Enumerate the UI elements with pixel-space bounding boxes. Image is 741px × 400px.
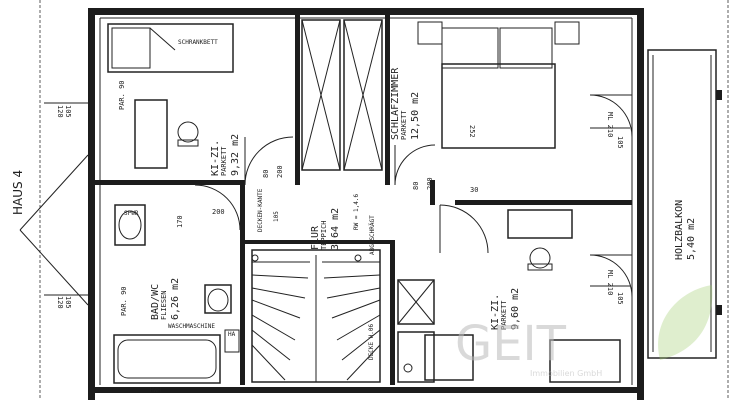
outer-walls [88, 8, 644, 400]
kizi-bottom-name: KI-ZI. [490, 294, 501, 330]
waschmaschine: WASCHMASCHINE [168, 323, 215, 330]
dim-252: 252 [468, 125, 476, 138]
stairs-label: RW = 1,4.6 [353, 193, 360, 230]
svg-text:Immobilien GmbH: Immobilien GmbH [530, 369, 602, 378]
hwh-label: HWH [150, 387, 161, 394]
haus-label: HAUS 4 [11, 170, 25, 215]
desk-top [134, 99, 199, 169]
door-80b: 80 [412, 182, 420, 190]
dim-170: 170 [176, 215, 184, 228]
wardrobe-left [301, 19, 341, 171]
svg-text:GEIT: GEIT [455, 316, 567, 372]
dimension-ticks [44, 102, 630, 296]
schlafzimmer-floor: PARKETT [400, 110, 408, 140]
dim-200: 200 [212, 208, 225, 216]
door-200b: 200 [426, 177, 434, 190]
door-swings [194, 94, 633, 298]
interior-walls [95, 15, 632, 385]
ha-label: HA [228, 331, 236, 338]
flur-name: FLUR [310, 225, 321, 250]
m105-top: 105 [64, 105, 72, 118]
dim-30: 30 [470, 186, 478, 194]
decke-h: DECKE H.06 [368, 323, 375, 360]
abgeschraegt: ABGESCHRÄGT [369, 215, 376, 255]
kizi-top-name: KI-ZI. [210, 140, 221, 176]
door-200a: 200 [276, 165, 284, 178]
flur-floor: TEPPICH [320, 220, 328, 250]
kizi-top-floor: PARKETT [220, 146, 228, 176]
closets-bottom [397, 279, 621, 383]
double-bed [417, 21, 580, 149]
watermark-logo: GEIT Immobilien GmbH [455, 285, 713, 378]
ml105-bottom: 105 [616, 292, 624, 305]
schrankbett-label: SCHRANKBETT [178, 39, 218, 46]
holzbalkon-outline [647, 49, 722, 359]
ml105-top: 105 [616, 136, 624, 149]
spwr-label: SPWR [124, 210, 139, 217]
door-80a: 80 [262, 170, 270, 178]
par-bottom: PAR. 90 [120, 286, 128, 316]
bath-fixtures [113, 204, 240, 384]
holzbalkon-name: HOLZBALKON [674, 200, 685, 260]
dim-105: 105 [273, 211, 280, 222]
wardrobe-right [343, 19, 383, 171]
m120-bottom: 120 [56, 296, 64, 309]
decken-kante: DECKEN-KANTE [257, 188, 264, 232]
schrankbett: SCHRANKBETT [107, 23, 234, 73]
holzbalkon-area: 5,40 m2 [686, 218, 697, 260]
kizi-top-area: 9,32 m2 [230, 134, 241, 176]
ml210-top: ML 210 [606, 112, 614, 137]
desk-bottom [507, 209, 573, 271]
m105-bottom: 105 [64, 296, 72, 309]
bad-area: 6,26 m2 [170, 278, 181, 320]
schlafzimmer-area: 12,50 m2 [410, 92, 421, 140]
bad-floor: FLIESEN [160, 290, 168, 320]
staircase [251, 249, 381, 383]
kizi-bottom-floor: PARKETT [500, 300, 508, 330]
kizi-bottom-area: 9,60 m2 [510, 288, 521, 330]
par-top: PAR. 90 [118, 80, 126, 110]
m120-top: 120 [56, 105, 64, 118]
property-lines [19, 0, 729, 400]
bad-name: BAD/WC [150, 284, 161, 320]
schlafzimmer-name: SCHLAFZIMMER [390, 67, 401, 140]
ml210-bottom: ML 210 [606, 270, 614, 295]
flur-area: 3,64 m2 [330, 208, 341, 250]
